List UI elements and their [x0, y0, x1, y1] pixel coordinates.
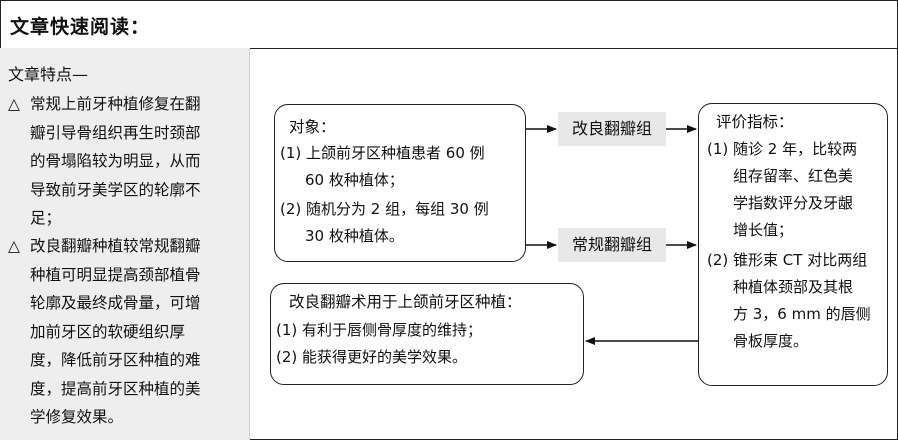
feature-line: 轮廓及最终成骨量，可增 — [30, 294, 201, 312]
evaluation-line: (2) 锥形束 CT 对比两组 — [707, 251, 868, 269]
feature-line: 学修复效果。 — [30, 408, 124, 426]
conclusion-title: 改良翻瓣术用于上颌前牙区种植： — [289, 293, 522, 311]
feature-bullet: △ 常规上前牙种植修复在翻 瓣引导骨组织再生时颈部 的骨塌陷较为明显，从而 导致… — [8, 90, 248, 233]
subjects-line: 60 枚种植体； — [305, 171, 404, 189]
feature-line: 度，降低前牙区种植的难 — [30, 351, 201, 369]
evaluation-box: 评价指标： (1) 随诊 2 年，比较两 组存留率、红色美 学指数评分及牙龈 增… — [698, 103, 888, 386]
evaluation-line: (1) 随诊 2 年，比较两 — [707, 140, 858, 158]
triangle-icon: △ — [8, 237, 20, 255]
subjects-line: 30 枚种植体。 — [305, 227, 404, 245]
conclusion-box: 改良翻瓣术用于上颌前牙区种植： (1) 有利于唇侧骨厚度的维持； (2) 能获得… — [270, 283, 584, 385]
evaluation-line: 方 3，6 mm 的唇侧 — [733, 305, 871, 323]
feature-line: 常规上前牙种植修复在翻 — [30, 95, 201, 113]
feature-line: 度，提高前牙区种植的美 — [30, 379, 201, 398]
subjects-line: (2) 随机分为 2 组，每组 30 例 — [280, 200, 489, 218]
triangle-icon: △ — [8, 95, 20, 113]
feature-line: 的骨塌陷较为明显，从而 — [30, 152, 201, 170]
feature-line: 足； — [30, 209, 62, 227]
feature-line: 改良翻瓣种植较常规翻瓣 — [30, 237, 201, 255]
evaluation-line: 种植体颈部及其根 — [733, 278, 854, 296]
evaluation-line: 学指数评分及牙龈 — [733, 194, 854, 212]
feature-line: 种植可明显提高颈部植骨 — [30, 265, 201, 284]
modified-flap-group: 改良翻瓣组 — [558, 112, 666, 146]
figure-title: 文章快速阅读： — [10, 16, 151, 38]
evaluation-line: 组存留率、红色美 — [733, 167, 854, 185]
conventional-flap-group: 常规翻瓣组 — [558, 228, 666, 262]
subjects-box: 对象： (1) 上颌前牙区种植患者 60 例 60 枚种植体； (2) 随机分为… — [274, 104, 526, 262]
feature-bullet: △ 改良翻瓣种植较常规翻瓣 种植可明显提高颈部植骨 轮廓及最终成骨量，可增 加前… — [8, 232, 248, 432]
evaluation-title: 评价指标： — [716, 113, 794, 131]
features-heading: 文章特点— — [8, 65, 89, 84]
subjects-title: 对象： — [289, 118, 336, 136]
feature-line: 导致前牙美学区的轮廓不 — [30, 180, 201, 199]
subjects-line: (1) 上颌前牙区种植患者 60 例 — [280, 144, 485, 162]
feature-line: 加前牙区的软硬组织厚 — [30, 322, 186, 341]
feature-line: 瓣引导骨组织再生时颈部 — [30, 123, 201, 142]
evaluation-line: 骨板厚度。 — [733, 332, 809, 350]
evaluation-line: 增长值； — [733, 221, 794, 239]
conclusion-line: (1) 有利于唇侧骨厚度的维持； — [276, 321, 483, 339]
features-panel: 文章特点— △ 常规上前牙种植修复在翻 瓣引导骨组织再生时颈部 的骨塌陷较为明显… — [0, 48, 250, 440]
conclusion-line: (2) 能获得更好的美学效果。 — [276, 348, 468, 366]
title-divider — [0, 48, 898, 49]
